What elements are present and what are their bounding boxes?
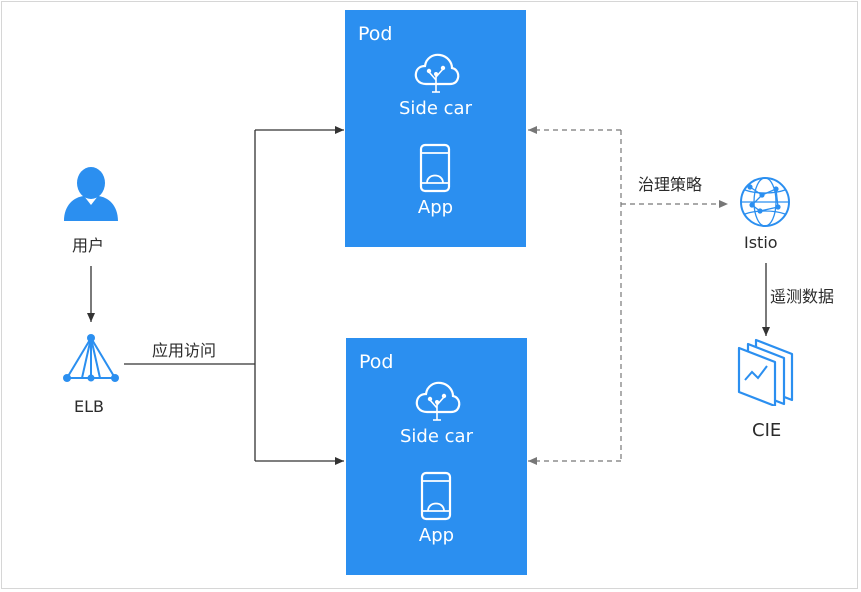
app-phone-icon [420,471,452,521]
app-label: App [418,525,455,546]
sidecar-label: Side car [400,426,473,447]
elb-label: ELB [74,397,104,416]
user-label: 用户 [72,236,105,255]
app-label: App [417,197,454,218]
telemetry-label: 遥测数据 [770,287,835,306]
load-balancer-icon [63,334,119,382]
pod-title: Pod [359,351,394,373]
governance-label: 治理策略 [638,175,703,194]
sidecar-cloud-icon [415,381,461,421]
monitor-chart-icon [737,338,794,406]
pod-bottom: Pod Side car App [346,338,527,575]
pod-top: Pod Side car App [345,10,526,247]
app-access-label: 应用访问 [152,341,217,360]
cie-label: CIE [752,420,782,441]
istio-label: Istio [744,233,778,252]
app-phone-icon [419,143,451,193]
globe-network-icon [740,177,790,227]
sidecar-label: Side car [399,98,472,119]
pod-title: Pod [358,23,393,45]
user-icon [64,167,118,221]
sidecar-cloud-icon [414,53,460,93]
